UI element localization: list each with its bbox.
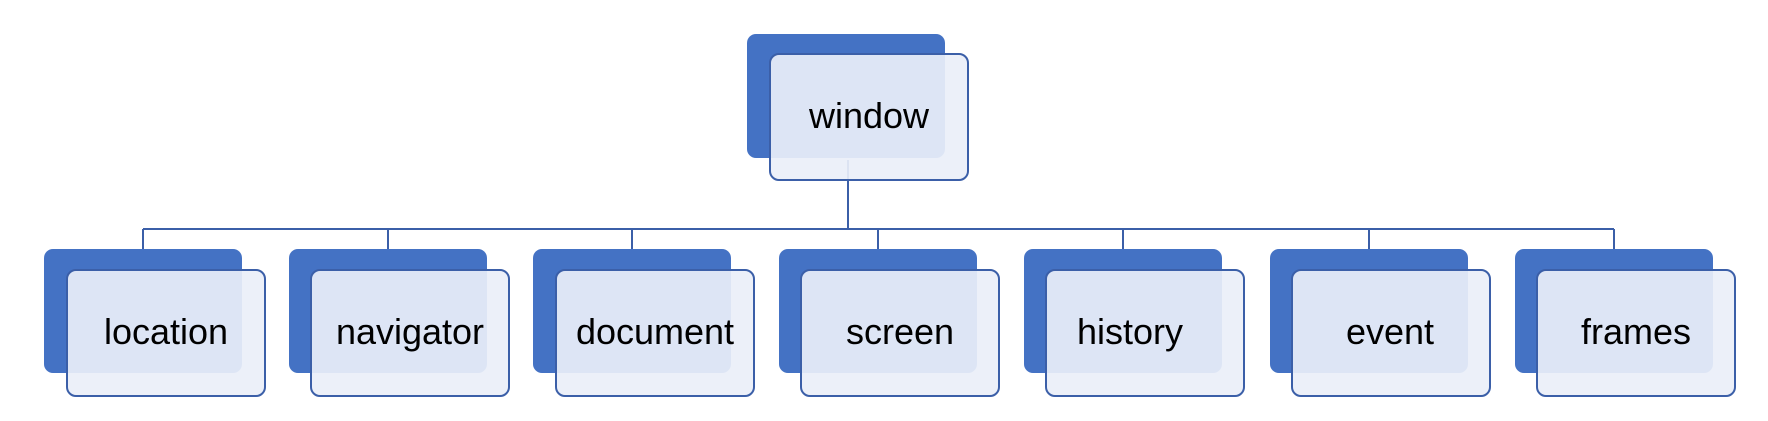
node-frames-front	[1536, 269, 1736, 397]
node-location: location	[44, 249, 266, 397]
node-event: event	[1270, 249, 1491, 397]
node-navigator-front	[310, 269, 510, 397]
node-frames: frames	[1515, 249, 1736, 397]
node-location-label: location	[104, 311, 228, 352]
node-history: history	[1024, 249, 1245, 397]
node-window-label: window	[808, 95, 930, 136]
node-screen-front	[800, 269, 1000, 397]
node-location-front	[66, 269, 266, 397]
node-document-front	[555, 269, 755, 397]
node-history-front	[1045, 269, 1245, 397]
node-history-label: history	[1077, 311, 1183, 352]
node-event-front	[1291, 269, 1491, 397]
node-navigator-label: navigator	[336, 311, 484, 352]
node-event-label: event	[1346, 311, 1434, 352]
node-window-front	[769, 53, 969, 181]
connectors	[142, 160, 1615, 249]
node-screen: screen	[779, 249, 1000, 397]
node-window: window	[747, 34, 969, 181]
node-navigator: navigator	[289, 249, 510, 397]
node-document: document	[533, 249, 755, 397]
node-document-label: document	[576, 311, 734, 352]
node-frames-label: frames	[1581, 311, 1691, 352]
node-screen-label: screen	[846, 311, 954, 352]
